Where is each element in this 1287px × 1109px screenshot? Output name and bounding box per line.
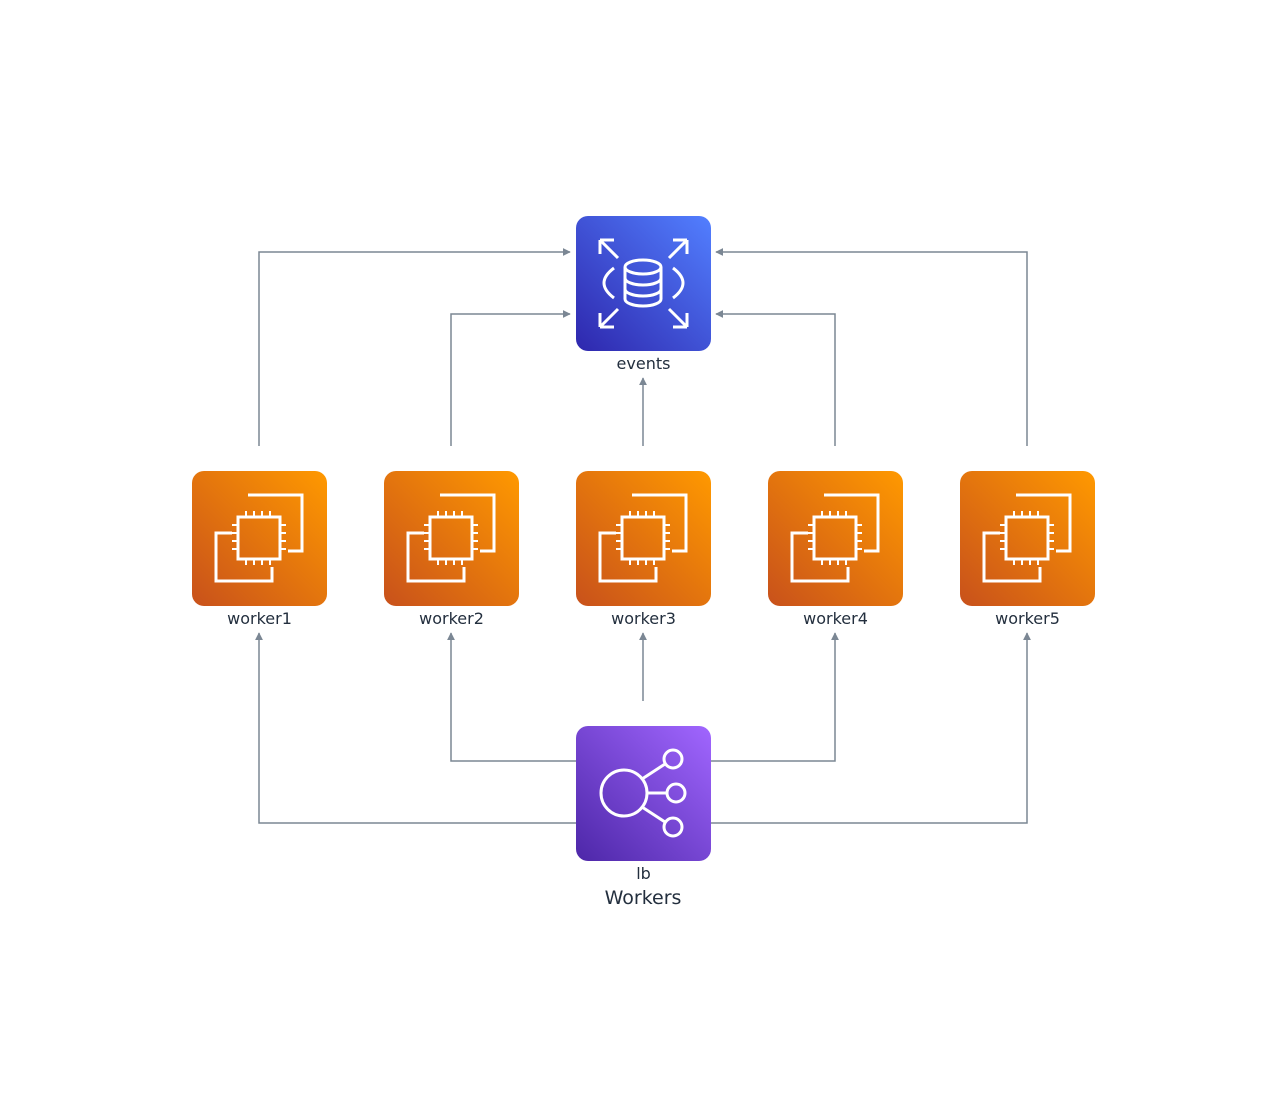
edge-lb-worker5: [710, 632, 1031, 824]
edges-from-lb: [255, 632, 1031, 824]
cluster-label: Workers: [605, 887, 682, 909]
elastic-load-balancing-icon: [599, 748, 687, 838]
edge-worker4-events: [715, 310, 836, 446]
node-worker5[interactable]: worker5: [960, 471, 1095, 628]
rds-database-icon: [598, 238, 689, 329]
node-worker3[interactable]: worker3: [576, 471, 711, 628]
ec2-instances-icon: [214, 493, 304, 583]
node-lb[interactable]: lb: [576, 726, 711, 883]
edge-lb-worker2: [447, 632, 576, 762]
node-worker4[interactable]: worker4: [768, 471, 903, 628]
ec2-instances-icon: [406, 493, 496, 583]
node-label-worker3: worker3: [611, 609, 676, 628]
edge-lb-worker4: [710, 632, 839, 762]
node-label-events: events: [617, 354, 671, 373]
node-label-worker2: worker2: [419, 609, 484, 628]
node-label-worker1: worker1: [227, 609, 292, 628]
node-worker1[interactable]: worker1: [192, 471, 327, 628]
edge-lb-worker1: [255, 632, 576, 824]
ec2-instances-icon: [790, 493, 880, 583]
ec2-instances-icon: [982, 493, 1072, 583]
ec2-instances-icon: [598, 493, 688, 583]
edges-to-events: [258, 248, 1028, 446]
node-worker2[interactable]: worker2: [384, 471, 519, 628]
edge-worker5-events: [715, 248, 1028, 446]
node-label-lb: lb: [636, 864, 651, 883]
node-events[interactable]: events: [576, 216, 711, 373]
node-label-worker4: worker4: [803, 609, 868, 628]
edge-worker2-events: [450, 310, 571, 446]
node-label-worker5: worker5: [995, 609, 1060, 628]
edge-worker1-events: [258, 248, 571, 446]
